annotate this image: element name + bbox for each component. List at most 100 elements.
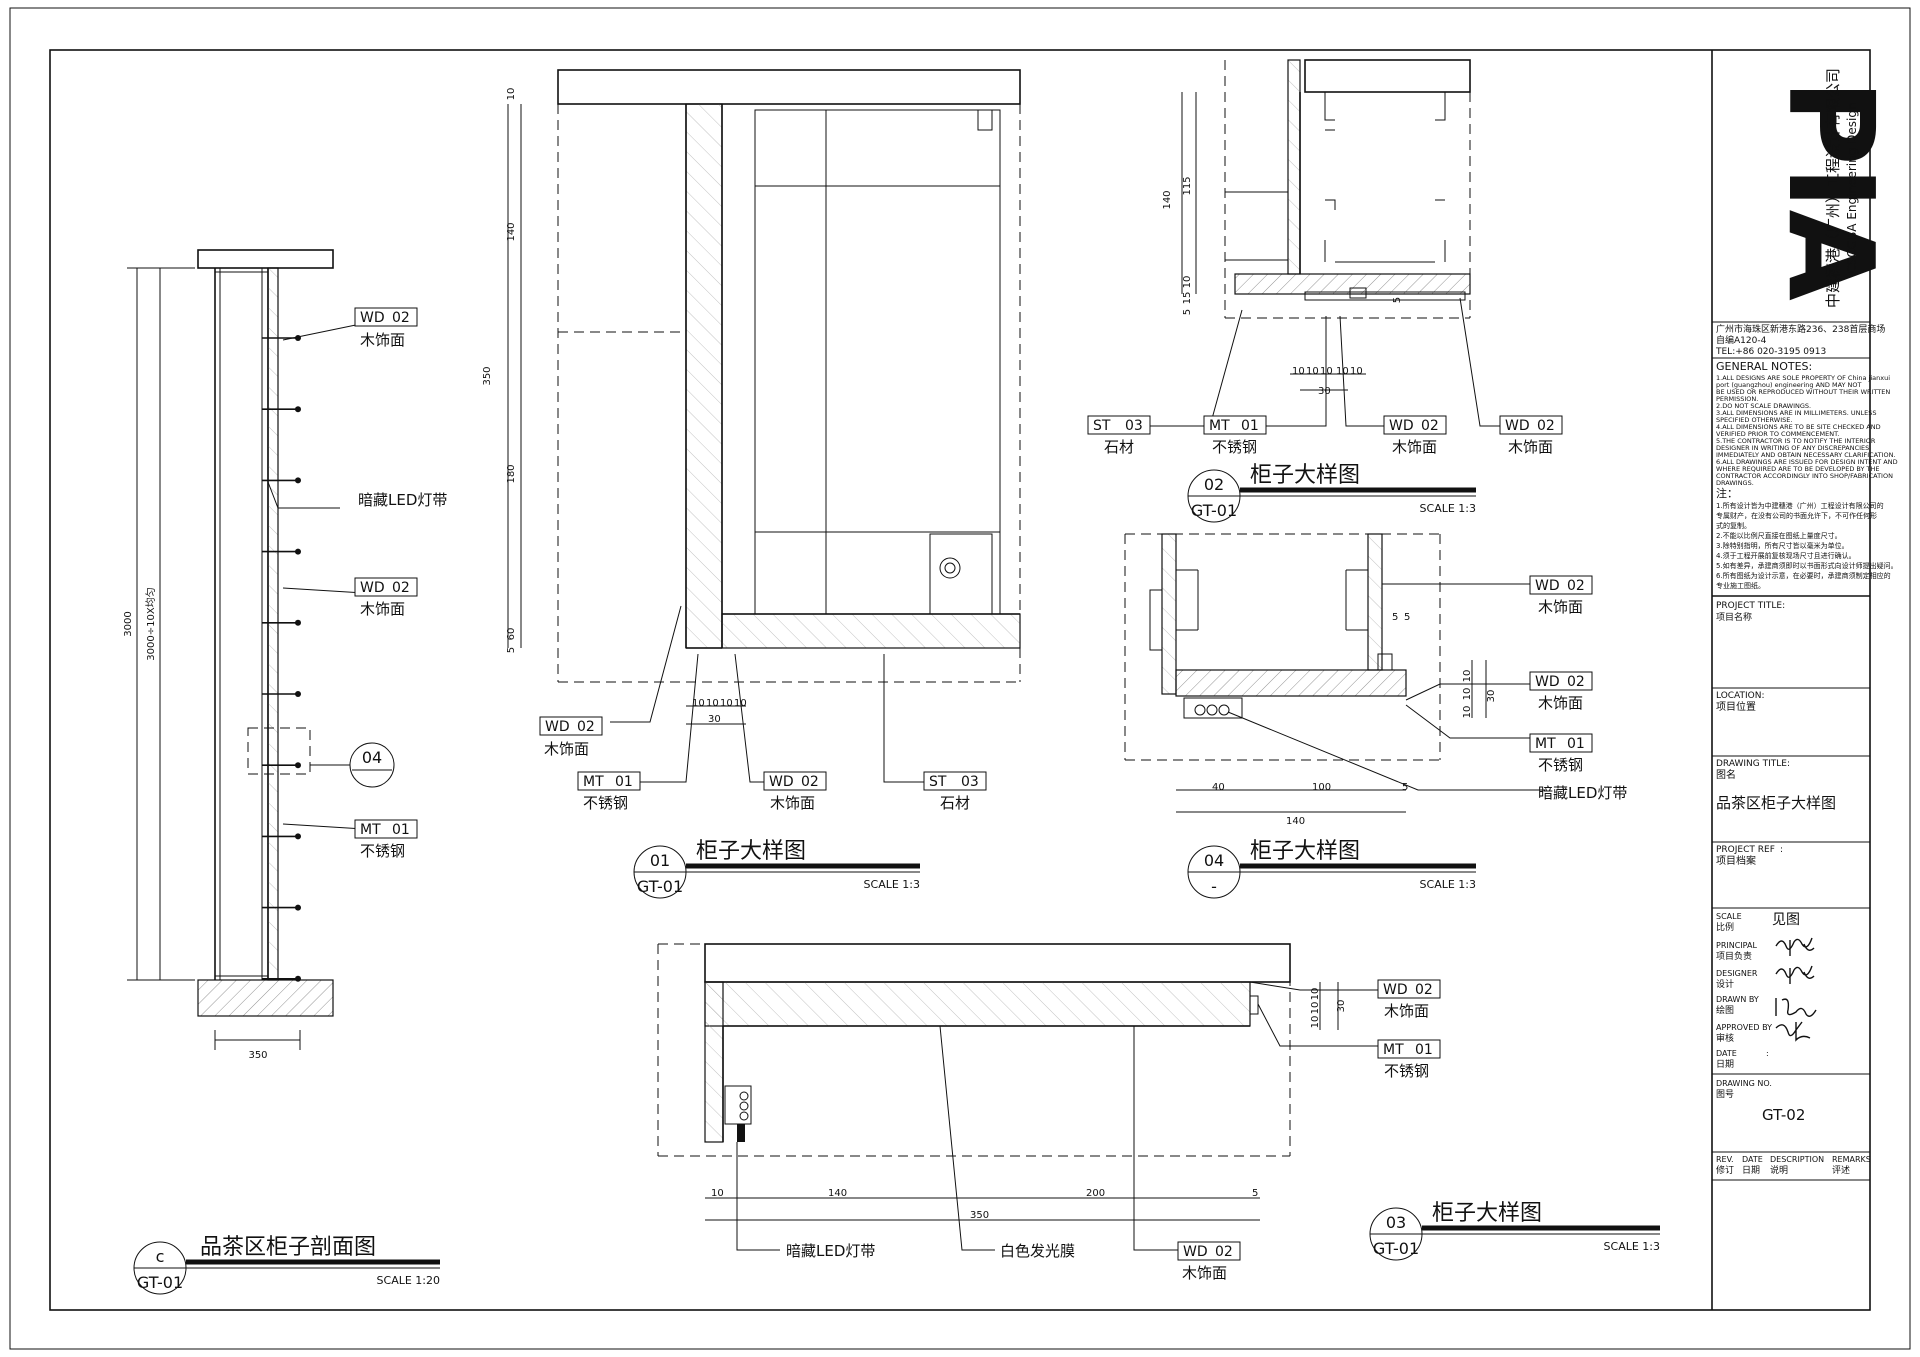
svg-text:10: 10 xyxy=(1336,366,1349,377)
shelf-pin xyxy=(295,975,301,982)
svg-text:01: 01 xyxy=(1567,736,1585,752)
general-note-line: 2.DO NOT SCALE DRAWINGS. xyxy=(1716,402,1811,410)
svg-text:MT: MT xyxy=(1535,736,1556,752)
tag-section-c-wd02-b: WD 02 木饰面 xyxy=(354,577,418,618)
label-section-c-led: 暗藏LED灯带 xyxy=(358,491,447,509)
shelf-pin xyxy=(295,833,301,840)
detail-02-drawing: 140 115 10 15 5 5 10 10 10 10 10 30 xyxy=(1162,59,1471,397)
general-note-line: 1.ALL DESIGNS ARE SOLE PROPERTY OF China… xyxy=(1716,374,1890,382)
title-detail-03: 03 GT-01 柜子大样图 SCALE 1:3 xyxy=(1369,1201,1660,1261)
scale-value: 见图 xyxy=(1772,912,1800,928)
svg-text:比例: 比例 xyxy=(1716,921,1734,933)
drawing-no-value: GT-02 xyxy=(1762,1106,1805,1124)
svg-text:5: 5 xyxy=(1392,297,1403,303)
title-detail-01: 01 GT-01 柜子大样图 SCALE 1:3 xyxy=(633,839,920,899)
svg-text:02: 02 xyxy=(801,774,819,790)
shelf-pin xyxy=(295,904,301,911)
svg-text:不锈钢: 不锈钢 xyxy=(583,794,628,812)
svg-text:日期: 日期 xyxy=(1716,1059,1734,1070)
svg-text:APPROVED BY: APPROVED BY xyxy=(1716,1023,1772,1032)
svg-text:WD: WD xyxy=(1389,418,1414,434)
tag-section-c-mt01: MT 01 不锈钢 xyxy=(354,819,418,860)
svg-text:木饰面: 木饰面 xyxy=(1508,438,1553,456)
svg-text:WD: WD xyxy=(1535,674,1560,690)
tag-d02-mt01: MT 01 不锈钢 xyxy=(1203,415,1267,456)
material-tags: WD 02 木饰面 暗藏LED灯带 WD 02 木饰面 MT 01 不锈钢 WD… xyxy=(354,307,1627,1282)
svg-text:140: 140 xyxy=(1162,190,1173,209)
svg-text:柜子大样图: 柜子大样图 xyxy=(1250,839,1360,864)
shelf-pin xyxy=(295,691,301,697)
tag-d04-mt01: MT 01 不锈钢 xyxy=(1529,733,1593,774)
svg-text:不锈钢: 不锈钢 xyxy=(1384,1062,1429,1080)
general-note-line: CONTRACTOR ACCORDINGLY INTO SHOP/FABRICA… xyxy=(1716,472,1893,480)
tag-d04-wd02-a: WD 02 木饰面 xyxy=(1529,575,1593,616)
svg-text:WD: WD xyxy=(769,774,794,790)
drawing-title-value: 品茶区柜子大样图 xyxy=(1716,794,1836,812)
general-note-cn-line: 4.须于工程开展前复核现场尺寸且进行确认。 xyxy=(1716,551,1856,560)
title-detail-04: 04 - 柜子大样图 SCALE 1:3 xyxy=(1187,839,1476,899)
svg-text:WD: WD xyxy=(360,580,385,596)
svg-text:设计: 设计 xyxy=(1716,978,1734,990)
svg-text:木饰面: 木饰面 xyxy=(1182,1264,1227,1282)
scale-label: SCALE xyxy=(1716,912,1742,921)
svg-text:10: 10 xyxy=(1462,688,1473,701)
general-note-cn-line: 式的复制。 xyxy=(1716,521,1751,530)
svg-text:GT-01: GT-01 xyxy=(1373,1239,1419,1258)
svg-text:评述: 评述 xyxy=(1832,1164,1850,1176)
svg-text:GT-01: GT-01 xyxy=(1191,501,1237,520)
shelf-pin xyxy=(295,619,301,626)
svg-text:注：: 注： xyxy=(1716,486,1738,500)
general-note-line: 5.THE CONTRACTOR IS TO NOTIFY THE INTERI… xyxy=(1716,437,1876,445)
svg-text:15: 15 xyxy=(1182,292,1193,305)
sheet-frame xyxy=(9,7,1911,1350)
location-label: LOCATION: xyxy=(1716,691,1765,701)
svg-text:GT-01: GT-01 xyxy=(137,1273,183,1292)
svg-text:04: 04 xyxy=(362,748,382,767)
svg-text:02: 02 xyxy=(392,310,410,326)
company-name-en: CSCGBA Engineering Design xyxy=(1845,102,1859,273)
company-address-2: 自编A120-4 xyxy=(1716,334,1767,346)
tag-d01-wd02-a: WD 02 木饰面 xyxy=(539,716,603,758)
svg-text:修订: 修订 xyxy=(1716,1164,1734,1176)
svg-text:10: 10 xyxy=(1350,366,1363,377)
svg-text:MT: MT xyxy=(1383,1042,1404,1058)
tag-d01-wd02-b: WD 02 木饰面 xyxy=(763,771,827,812)
svg-text:01: 01 xyxy=(1241,418,1259,434)
svg-text:03: 03 xyxy=(1125,418,1143,434)
shelf-pin xyxy=(295,335,301,341)
svg-text:5: 5 xyxy=(1402,782,1408,793)
svg-text:REMARKS: REMARKS xyxy=(1832,1155,1871,1164)
general-note-line: 3.ALL DIMENSIONS ARE IN MILLIMETERS. UNL… xyxy=(1716,409,1877,417)
general-note-line: DRAWINGS. xyxy=(1716,479,1754,487)
svg-text:350: 350 xyxy=(248,1050,267,1061)
svg-text:30: 30 xyxy=(1486,690,1497,703)
svg-text:DRAWN BY: DRAWN BY xyxy=(1716,995,1759,1004)
svg-text:GT-01: GT-01 xyxy=(637,877,683,896)
svg-text:02: 02 xyxy=(1421,418,1439,434)
tag-d01-st03: ST 03 石材 xyxy=(923,771,987,812)
svg-text:3000÷10X均匀: 3000÷10X均匀 xyxy=(145,587,157,660)
svg-text:01: 01 xyxy=(615,774,633,790)
tag-d02-wd02-b: WD 02 木饰面 xyxy=(1499,415,1563,456)
svg-text:02: 02 xyxy=(1567,674,1585,690)
svg-text:图名: 图名 xyxy=(1716,768,1736,781)
svg-text:10: 10 xyxy=(1310,1002,1321,1015)
company-address: 广州市海珠区新港东路236、238首层商场 xyxy=(1716,323,1885,335)
tag-d03-mt01: MT 01 不锈钢 xyxy=(1377,1039,1441,1080)
svg-text:项目负责: 项目负责 xyxy=(1716,950,1752,962)
svg-text:200: 200 xyxy=(1086,1188,1105,1199)
svg-text:5: 5 xyxy=(1182,309,1193,315)
svg-text:木饰面: 木饰面 xyxy=(360,600,405,618)
svg-text:不锈钢: 不锈钢 xyxy=(1538,756,1583,774)
tag-d01-mt01: MT 01 不锈钢 xyxy=(577,771,641,812)
svg-text:DESCRIPTION: DESCRIPTION xyxy=(1770,1155,1824,1164)
svg-text:WD: WD xyxy=(1183,1244,1208,1260)
svg-text:01: 01 xyxy=(392,822,410,838)
svg-text:03: 03 xyxy=(1386,1213,1406,1232)
svg-text:木饰面: 木饰面 xyxy=(1538,694,1583,712)
general-note-cn-line: 1.所有设计皆为中建穗港（广州）工程设计有限公司的 xyxy=(1716,501,1884,510)
title-detail-02: 02 GT-01 柜子大样图 SCALE 1:3 xyxy=(1187,463,1476,523)
svg-text:SCALE 1:3: SCALE 1:3 xyxy=(1420,502,1476,515)
svg-text:350: 350 xyxy=(970,1210,989,1221)
